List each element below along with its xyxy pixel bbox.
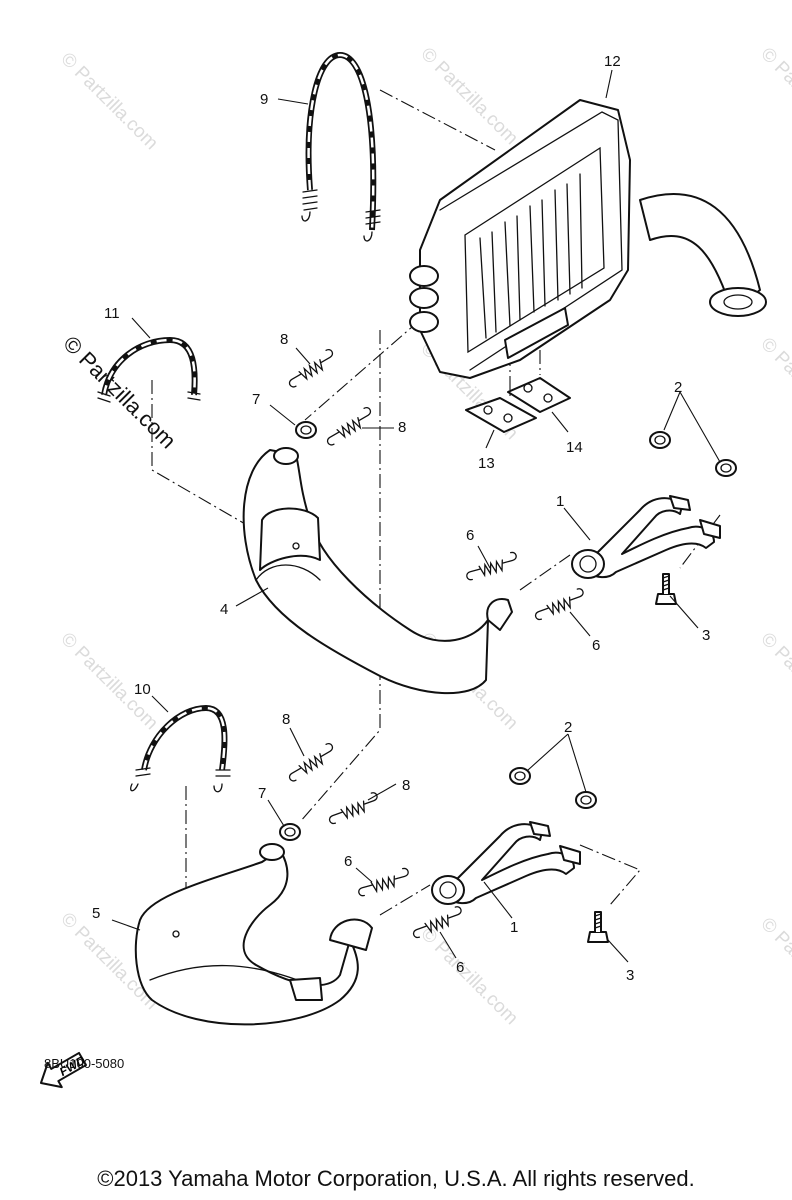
watermark-text: © Partzilla.com <box>756 44 792 149</box>
callout-labels: 9 12 11 8 7 8 13 14 2 1 6 6 3 4 10 8 7 8… <box>92 53 710 984</box>
bolt-part-3 <box>587 911 609 943</box>
exhaust-joint-part-1-upper <box>571 495 721 579</box>
spring-hanger-part-11 <box>97 336 201 403</box>
callout-11: 11 <box>104 305 120 322</box>
watermark-text-dark: © Partzilla.com <box>58 331 181 454</box>
watermark-text: © Partzilla.com <box>56 49 161 154</box>
callout-3: 3 <box>702 627 710 644</box>
callout-6: 6 <box>344 853 352 870</box>
callout-8: 8 <box>280 331 288 348</box>
callout-8: 8 <box>402 777 410 794</box>
spring-part-6 <box>355 866 412 898</box>
gasket-part-2 <box>575 791 597 809</box>
callout-7: 7 <box>252 391 260 408</box>
callout-10: 10 <box>134 681 151 698</box>
bracket-part-14 <box>507 377 571 413</box>
callout-14: 14 <box>566 439 583 456</box>
watermark-text: © Partzilla.com <box>416 44 521 149</box>
copyright-notice: ©2013 Yamaha Motor Corporation, U.S.A. A… <box>97 1166 695 1191</box>
callout-2: 2 <box>674 379 682 396</box>
exhaust-pipe-part-5 <box>134 843 373 1026</box>
spring-part-8 <box>321 405 377 448</box>
callout-12: 12 <box>604 53 621 70</box>
exhaust-pipe-part-4 <box>242 447 513 695</box>
diagram-code: 8BU100-5080 <box>44 1056 125 1071</box>
exhaust-joint-part-1-lower <box>431 821 581 905</box>
callout-6: 6 <box>466 527 474 544</box>
spring-hanger-part-10 <box>130 704 231 793</box>
callout-8: 8 <box>398 419 406 436</box>
spring-part-8 <box>325 790 382 826</box>
spring-part-6 <box>531 586 588 622</box>
callout-7: 7 <box>258 785 266 802</box>
callout-9: 9 <box>260 91 268 108</box>
spring-hanger-part-9 <box>301 51 381 242</box>
callout-1: 1 <box>556 493 564 510</box>
leader-lines <box>111 69 721 963</box>
callout-5: 5 <box>92 905 100 922</box>
gasket-part-2 <box>715 459 737 477</box>
watermark-text: © Partzilla.com <box>756 334 792 439</box>
watermark-text: © Partzilla.com <box>756 914 792 1019</box>
callout-6: 6 <box>456 959 464 976</box>
muffler-part-12 <box>409 99 767 379</box>
callout-8: 8 <box>282 711 290 728</box>
callout-4: 4 <box>220 601 228 618</box>
bracket-part-13 <box>465 397 537 433</box>
gasket-part-7 <box>295 421 317 439</box>
callout-6: 6 <box>592 637 600 654</box>
gasket-part-2 <box>649 431 671 449</box>
callout-3: 3 <box>626 967 634 984</box>
gasket-part-2 <box>509 767 531 785</box>
spring-part-6 <box>463 550 520 582</box>
callout-1: 1 <box>510 919 518 936</box>
watermark-text: © Partzilla.com <box>756 629 792 734</box>
spring-part-8 <box>283 741 339 784</box>
watermark-text: © Partzilla.com <box>416 924 521 1029</box>
callout-13: 13 <box>478 455 495 472</box>
spring-part-8 <box>283 347 339 390</box>
gasket-part-7 <box>279 823 301 841</box>
callout-2: 2 <box>564 719 572 736</box>
